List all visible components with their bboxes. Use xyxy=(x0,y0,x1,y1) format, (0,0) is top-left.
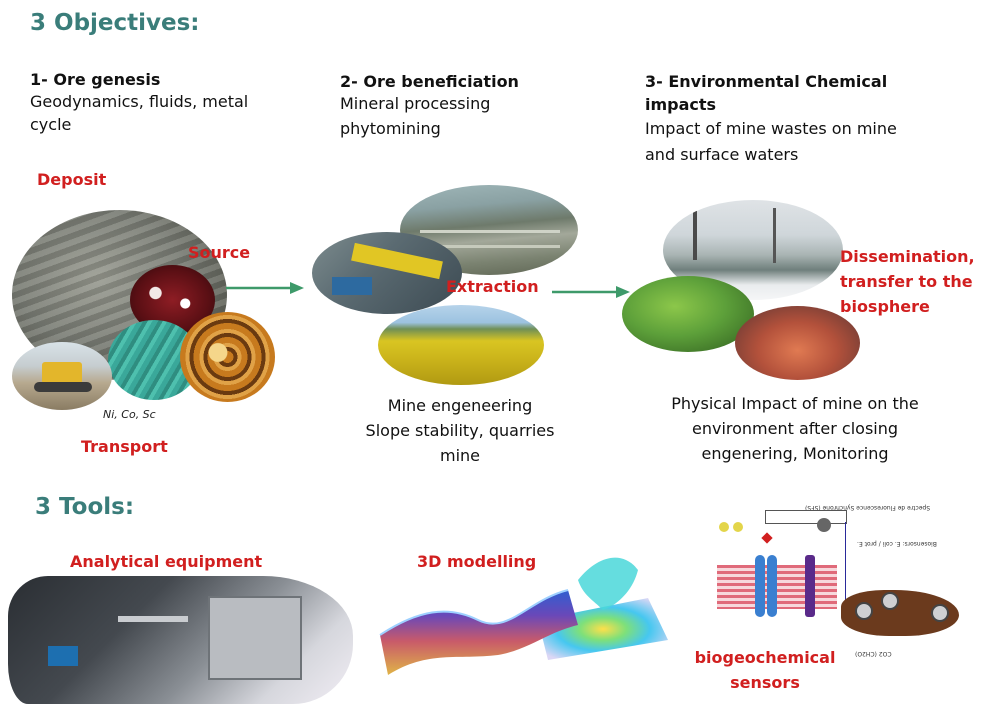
physical-impact-text: Physical Impact of mine on the environme… xyxy=(640,391,950,466)
3d-model-graphic xyxy=(379,557,668,675)
objective-1-title: 1- Ore genesis xyxy=(30,70,161,89)
physical-impact-line-3: engenering, Monitoring xyxy=(701,444,889,463)
mine-engineering-line-3: mine xyxy=(439,446,480,465)
analytical-equipment-photo xyxy=(8,576,353,704)
analytical-equipment-label: Analytical equipment xyxy=(70,552,263,571)
diagram-text-3: CO2 (CH2O) xyxy=(855,650,892,657)
objectives-heading: 3 Objectives: xyxy=(30,10,200,36)
source-label: Source xyxy=(188,243,251,262)
objective-1-line-1: Geodynamics, fluids, metal xyxy=(30,92,249,111)
contaminated-water-photo xyxy=(735,306,860,380)
tools-heading: 3 Tools: xyxy=(35,494,135,520)
biogeochemical-line-2: sensors xyxy=(730,673,800,692)
objective-2-line-2: phytomining xyxy=(340,119,441,138)
extraction-label: Extraction xyxy=(446,277,539,296)
biogeochemical-line-1: biogeochemical xyxy=(694,648,836,667)
objective-1-line-2: cycle xyxy=(30,115,72,134)
processing-plant-photo xyxy=(312,232,462,314)
physical-impact-line-1: Physical Impact of mine on the xyxy=(671,394,919,413)
objective-3: 3- Environmental Chemical impacts Impact… xyxy=(645,72,935,168)
mine-engineering-line-1: Mine engeneering xyxy=(387,396,533,415)
deposit-label: Deposit xyxy=(37,170,107,189)
crop-field-photo xyxy=(378,305,544,385)
biosensor-diagram: Spectre de Fluorescence Synchrone (SFS) … xyxy=(705,500,985,705)
transport-label: Transport xyxy=(81,437,168,456)
dissemination-label: Dissemination, transfer to the biosphere xyxy=(840,244,980,319)
ore-photo xyxy=(180,312,275,402)
objective-2: 2- Ore beneficiation Mineral processing … xyxy=(340,72,600,142)
objective-3-title-line-1: 3- Environmental Chemical xyxy=(645,72,888,91)
right-arrow-icon xyxy=(226,282,304,294)
excavator-photo xyxy=(12,342,112,410)
dissemination-line-1: Dissemination, xyxy=(840,247,975,266)
objective-2-title: 2- Ore beneficiation xyxy=(340,72,519,91)
objective-1: 1- Ore genesis Geodynamics, fluids, meta… xyxy=(30,70,290,138)
dissemination-line-3: biosphere xyxy=(840,297,930,316)
right-arrow-icon xyxy=(552,286,630,298)
objective-3-title-line-2: impacts xyxy=(645,95,717,114)
diagram-text-2: Biosensors: E. coli / prot E. xyxy=(857,540,937,547)
3d-modelling-label: 3D modelling xyxy=(417,552,537,571)
objective-3-line-2: and surface waters xyxy=(645,145,799,164)
mine-engineering-text: Mine engeneering Slope stability, quarri… xyxy=(330,393,590,468)
objective-2-line-1: Mineral processing xyxy=(340,94,491,113)
physical-impact-line-2: environment after closing xyxy=(691,419,899,438)
plant-photo xyxy=(622,276,754,352)
mine-engineering-line-2: Slope stability, quarries xyxy=(365,421,555,440)
objective-3-line-1: Impact of mine wastes on mine xyxy=(645,119,897,138)
biogeochemical-sensors-label: biogeochemical sensors xyxy=(690,645,840,695)
dissemination-line-2: transfer to the xyxy=(840,272,973,291)
metals-note: Ni, Co, Sc xyxy=(103,408,156,421)
